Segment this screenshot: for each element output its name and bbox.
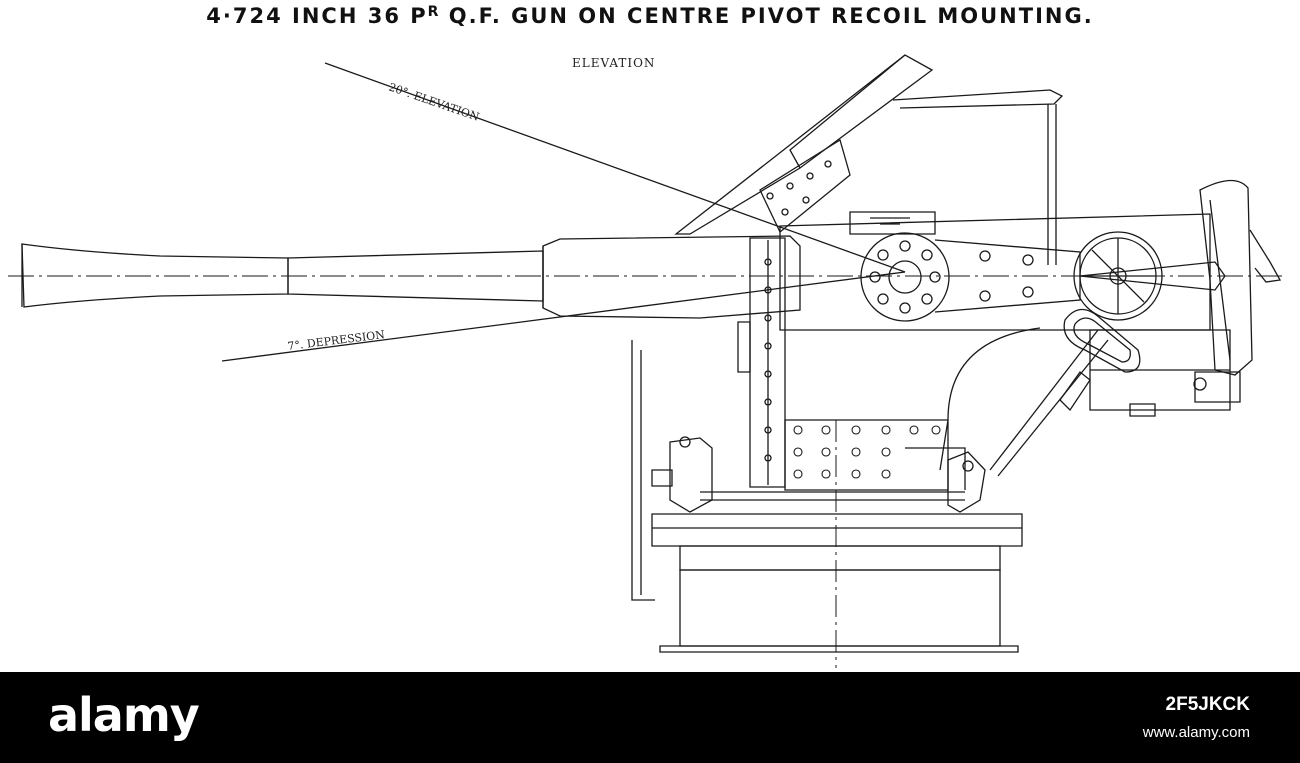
carriage-plate [631, 237, 786, 601]
brand-logo: alamy [48, 688, 200, 742]
view-label: ELEVATION [572, 56, 656, 70]
elevation-angle-label: 20°. ELEVATION [387, 81, 481, 124]
recoil-cylinder [1089, 329, 1241, 417]
technical-drawing: 4·724 INCH 36 PR Q.F. GUN ON CENTRE PIVO… [0, 4, 1300, 668]
training-handwheel [989, 308, 1141, 477]
depression-angle-label: 7°. DEPRESSION [287, 328, 386, 353]
sight-arm [674, 54, 934, 235]
title-part-1: 4·724 INCH 36 P [206, 4, 428, 28]
base-ring [651, 513, 1023, 653]
gun-elevation-svg: 20°. ELEVATION 7°. DEPRESSION [8, 54, 1282, 668]
pedestal-holes [793, 425, 941, 479]
support-edge [939, 419, 949, 471]
trunnion-plate [860, 232, 950, 322]
slide-rail [651, 436, 986, 513]
cradle [779, 211, 1211, 331]
title-part-2: Q.F. GUN ON CENTRE PIVOT RECOIL MOUNTING… [439, 4, 1094, 28]
breech-end [1199, 179, 1282, 376]
gun-barrel [21, 235, 801, 319]
pedestal-body [784, 419, 966, 491]
sight-rod [892, 89, 1064, 265]
curved-support [947, 327, 1041, 421]
site-url-label: www.alamy.com [1142, 724, 1250, 741]
watermark-footer [0, 672, 1300, 763]
image-id-label: 2F5JKCK [1165, 694, 1250, 715]
title-superscript: R [427, 4, 440, 20]
elevating-handwheel [1073, 231, 1226, 321]
elevation-sight-line [324, 62, 906, 273]
drawing-title: 4·724 INCH 36 PR Q.F. GUN ON CENTRE PIVO… [0, 4, 1300, 28]
